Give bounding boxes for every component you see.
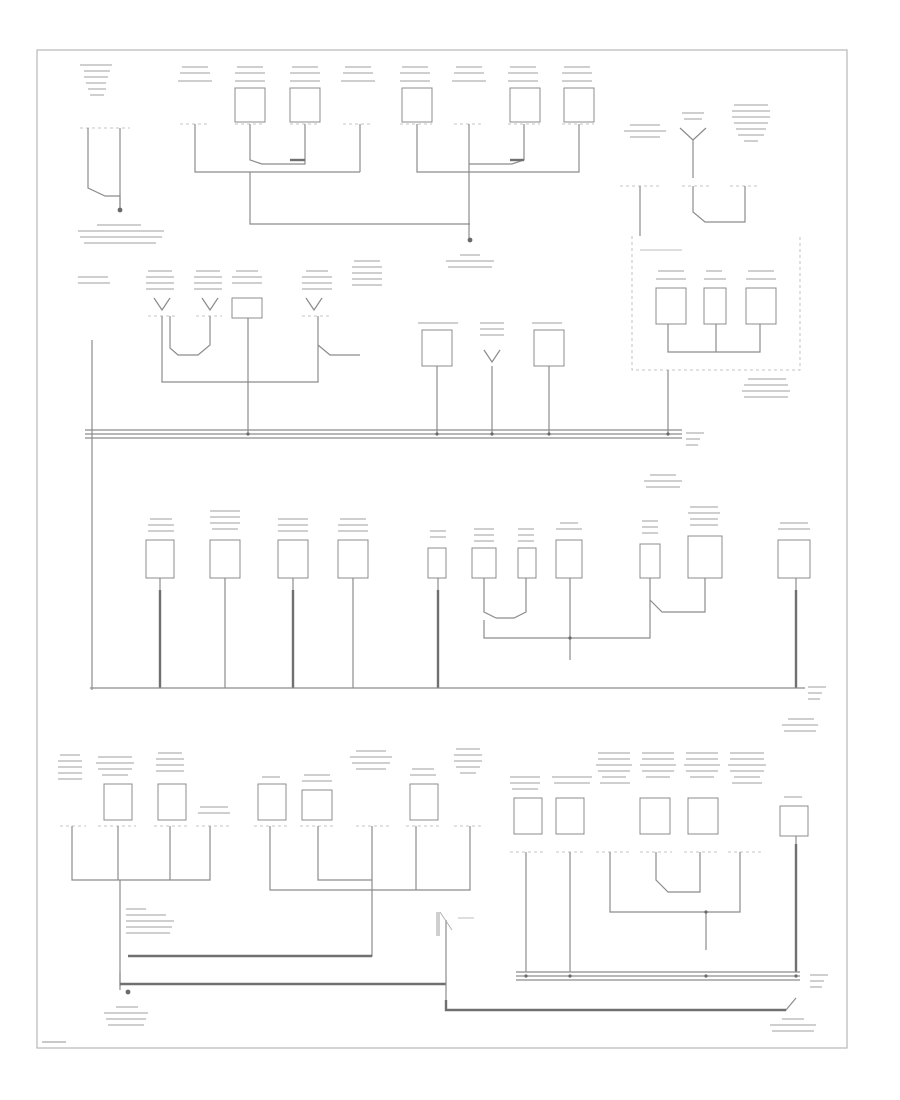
splice-node [568,636,572,640]
connector-box [779,805,809,837]
connector-box [703,287,727,325]
ground-bus-upper [85,429,682,439]
connector-box [409,783,439,821]
connector-box [337,539,369,579]
connector-box [421,329,453,367]
connector-box [471,547,497,579]
connector-box [301,789,333,821]
connector-box [209,539,241,579]
splice-node [704,974,708,978]
connector-box [257,783,287,821]
connector-box [234,87,266,123]
top-component-group-right [400,66,595,268]
splice-node [524,974,528,978]
upper-ground-bus [78,260,704,690]
diagram-frame [36,49,848,1049]
ground-label [446,254,494,268]
connector-box [563,87,595,123]
top-right-sensor-group [620,104,801,434]
connector-box [401,87,433,123]
splice-node [435,432,439,436]
bottom-ground-group [58,748,828,1032]
connector-box [745,287,777,325]
connector-box [145,539,175,579]
component-label [80,64,112,96]
connector-box [777,539,811,579]
connector-box [639,543,661,579]
bus-label [782,686,826,732]
connector-box [639,797,671,835]
connector-box [157,783,187,821]
connector-box [513,797,543,835]
connector-box [509,87,541,123]
bus-label [770,974,828,1032]
splice-node [704,910,708,914]
connector-box [231,297,263,319]
top-component-group-left [178,66,470,225]
splice-node [794,974,798,978]
connector-box [655,287,687,325]
ground-point [467,237,473,243]
splice-label [742,378,790,398]
middle-ground-bus [90,506,826,732]
splice-node [490,432,494,436]
ground-point [117,207,123,213]
connector-box [289,87,321,123]
connector-box [555,539,583,579]
connector-box [687,535,723,579]
splice-node [666,432,670,436]
connector-box [687,797,719,835]
connector-box [277,539,309,579]
top-left-ground-group [78,64,164,244]
connector-box [103,783,133,821]
bus-label [644,432,704,488]
connector-box [533,329,565,367]
ground-label [104,908,174,1026]
ground-bus-bottom [516,971,800,981]
ground-point [125,989,131,995]
connector-box [427,547,447,579]
corner-mark [42,1041,66,1043]
splice-node [246,432,250,436]
splice-node [547,432,551,436]
splice-node [568,974,572,978]
connector-box [555,797,585,835]
connector-box [517,547,537,579]
ground-label [78,224,164,244]
